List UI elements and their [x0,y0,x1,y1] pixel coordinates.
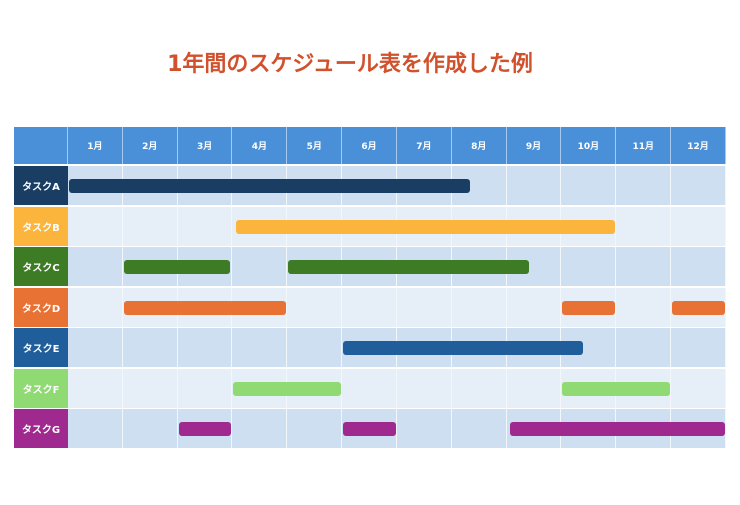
task-bar [343,341,584,355]
month-cell [396,368,452,408]
task-label: タスクA [14,166,68,205]
month-header: 2月 [122,127,178,164]
header-corner [14,127,68,164]
task-bar [178,422,232,436]
month-cell [122,368,178,408]
month-cell [68,328,123,367]
task-bar [123,300,287,315]
month-cell [68,247,123,286]
month-header: 1月 [68,127,123,164]
task-row: タスクE [14,328,726,367]
month-cell [451,287,507,327]
task-row: タスクA [14,166,726,205]
month-cell [616,166,672,205]
month-cell [68,287,123,327]
task-row: タスクG [14,409,726,448]
task-label: タスクF [14,368,68,408]
month-header: 4月 [232,127,288,164]
month-header: 5月 [287,127,343,164]
month-cell [287,409,343,448]
month-cell [287,287,343,327]
month-cell [506,368,562,408]
month-cell [671,328,726,367]
task-bar [123,260,230,274]
month-cell [342,287,397,327]
task-label: タスクB [14,206,68,246]
month-cell [68,409,123,448]
month-cell [232,409,288,448]
month-cell [122,409,178,448]
month-cell [177,368,233,408]
task-row: タスクF [14,368,726,408]
task-label: タスクD [14,287,68,327]
task-bar [343,422,396,436]
month-cell [451,368,507,408]
task-bar [510,422,725,436]
month-header: 3月 [177,127,233,164]
month-header: 12月 [671,127,726,164]
task-bar [672,300,725,315]
month-header: 11月 [616,127,672,164]
task-row: タスクC [14,247,726,286]
page-title: 1年間のスケジュール表を作成した例 [167,52,533,77]
task-bar [562,300,616,315]
month-cell [177,206,233,246]
month-cell [122,328,178,367]
task-row: タスクD [14,287,726,327]
month-header: 7月 [396,127,452,164]
task-bar [562,381,671,396]
month-cell [561,247,617,286]
month-cell [68,206,123,246]
task-bar [288,260,529,274]
month-cell [616,328,672,367]
month-cell [616,287,672,327]
month-cell [232,247,288,286]
task-label: タスクC [14,247,68,286]
month-cell [561,166,617,205]
month-cell [287,328,343,367]
month-header: 9月 [506,127,562,164]
month-header: 6月 [342,127,397,164]
month-cell [616,206,672,246]
month-cell [506,287,562,327]
month-cell [396,409,452,448]
month-cell [232,328,288,367]
month-cell [396,287,452,327]
task-row: タスクB [14,206,726,246]
task-bar [69,179,470,193]
task-bar [236,219,616,234]
month-cell [342,368,397,408]
month-cell [671,247,726,286]
month-cell [177,328,233,367]
month-cell [671,166,726,205]
month-cell [68,368,123,408]
month-cell [506,166,562,205]
month-cell [451,409,507,448]
month-cell [671,368,726,408]
month-header: 8月 [451,127,507,164]
month-cell [616,247,672,286]
task-label: タスクE [14,328,68,367]
month-cell [671,206,726,246]
task-bar [233,381,342,396]
task-label: タスクG [14,409,68,448]
month-cell [122,206,178,246]
month-header: 10月 [561,127,617,164]
